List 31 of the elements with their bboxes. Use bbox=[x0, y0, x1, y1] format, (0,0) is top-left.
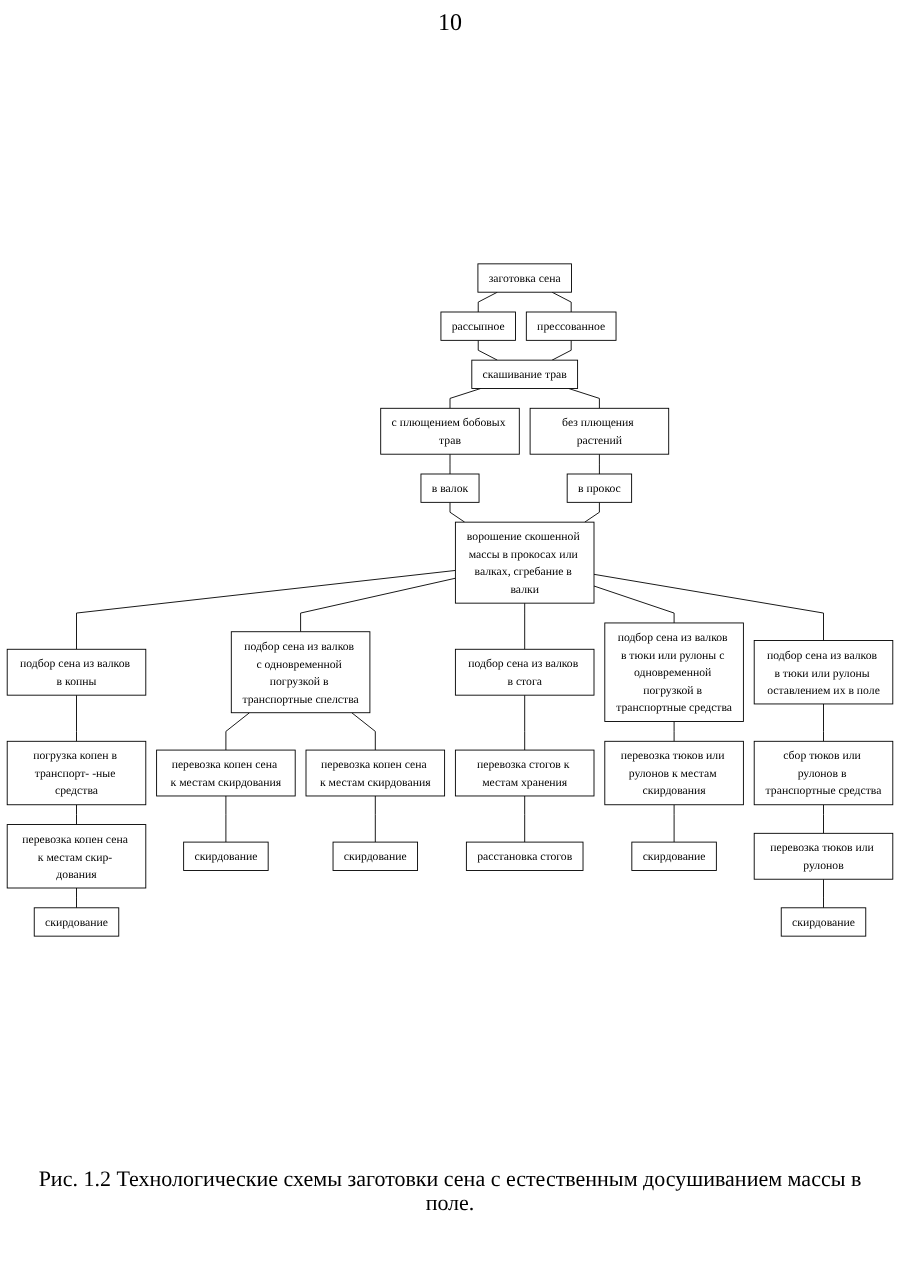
connector bbox=[76, 887, 77, 909]
connector bbox=[449, 453, 451, 475]
connector bbox=[673, 804, 675, 843]
connector bbox=[551, 291, 572, 313]
connector bbox=[477, 339, 498, 361]
page-number: 10 bbox=[438, 8, 462, 36]
connector bbox=[76, 570, 456, 650]
connector bbox=[477, 291, 498, 313]
connector bbox=[598, 453, 600, 475]
connector bbox=[823, 804, 824, 834]
connector bbox=[673, 721, 675, 742]
connector bbox=[225, 795, 227, 843]
connector bbox=[300, 577, 456, 633]
connector bbox=[225, 712, 250, 751]
connector bbox=[823, 878, 824, 909]
connector bbox=[449, 388, 482, 409]
connector bbox=[76, 804, 77, 825]
connector bbox=[593, 585, 675, 624]
connector bbox=[584, 501, 600, 523]
connector bbox=[524, 795, 526, 843]
connector bbox=[568, 388, 600, 409]
connector bbox=[374, 795, 376, 843]
connector bbox=[823, 703, 824, 742]
connector bbox=[76, 694, 77, 742]
connector bbox=[449, 501, 466, 523]
figure-caption: Рис. 1.2 Технологические схемы заготовки сена с естественным досушиванием массы в поле. bbox=[36, 1166, 864, 1220]
connector bbox=[551, 339, 572, 361]
connector bbox=[524, 694, 526, 751]
connector bbox=[351, 712, 376, 751]
connector bbox=[524, 602, 526, 650]
connector bbox=[593, 573, 824, 641]
